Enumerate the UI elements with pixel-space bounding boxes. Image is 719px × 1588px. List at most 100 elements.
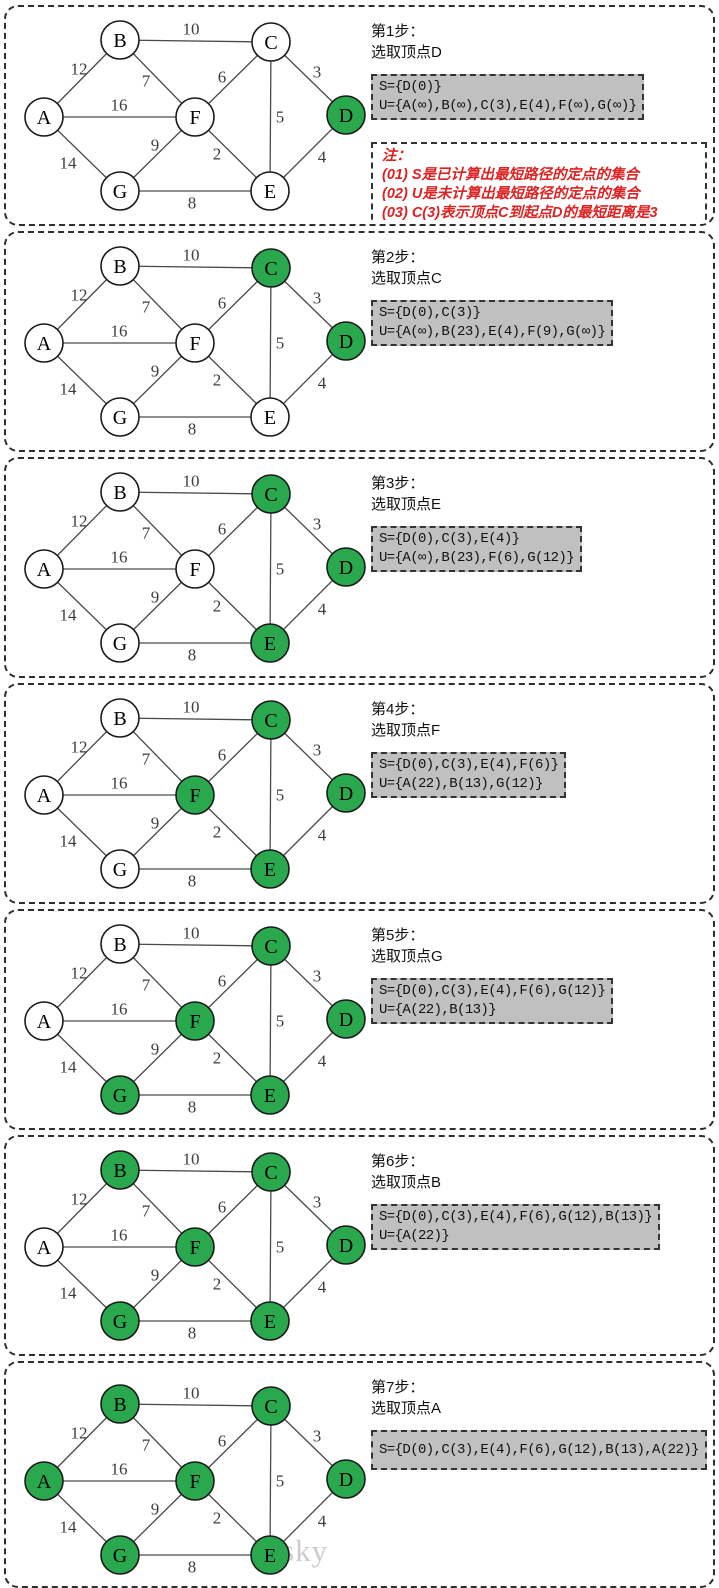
edge-C-E <box>269 1405 272 1556</box>
node-label-A: A <box>37 1471 52 1493</box>
node-label-F: F <box>189 785 200 807</box>
step-title: 第7步： <box>371 1379 425 1396</box>
node-label-A: A <box>37 1237 52 1259</box>
node-label-G: G <box>113 1311 127 1333</box>
node-E <box>250 1301 290 1341</box>
node-A <box>24 775 64 815</box>
node-B <box>100 698 140 738</box>
edge-weight-D-E: 4 <box>318 600 327 619</box>
step-action: 选取顶点B <box>371 1174 442 1191</box>
node-label-C: C <box>264 484 277 506</box>
edge-B-C <box>119 1403 272 1407</box>
node-label-C: C <box>264 1162 277 1184</box>
node-label-D: D <box>339 1009 353 1031</box>
node-label-C: C <box>264 258 277 280</box>
node-G <box>100 397 140 437</box>
edge-weight-B-C: 10 <box>183 246 200 265</box>
step-title: 第3步： <box>371 475 425 492</box>
set-box: S={D(0),C(3)} U={A(∞),B(23),E(4),F(9),G(… <box>371 300 614 346</box>
edge-weight-D-E: 4 <box>318 1278 327 1297</box>
node-label-D: D <box>339 331 353 353</box>
u-set-text: U={A(∞),B(23),E(4),F(9),G(∞)} <box>379 324 606 340</box>
set-box: S={D(0),C(3),E(4),F(6)} U={A(22),B(13),G… <box>371 752 567 798</box>
node-G <box>100 1535 140 1575</box>
node-F <box>175 549 215 589</box>
edge-weight-C-E: 5 <box>276 786 285 805</box>
node-A <box>24 1001 64 1041</box>
edge-weight-A-F: 16 <box>111 1460 128 1479</box>
node-label-A: A <box>37 785 52 807</box>
edge-weight-A-F: 16 <box>111 1226 128 1245</box>
node-B <box>100 20 140 60</box>
edge-weight-G-E: 8 <box>188 1324 197 1343</box>
edge-weight-C-D: 3 <box>313 1193 322 1212</box>
node-label-B: B <box>113 1394 126 1416</box>
node-label-A: A <box>37 333 52 355</box>
edge-weight-A-G: 14 <box>60 380 78 399</box>
step-sidebar: 第6步： 选取顶点B S={D(0),C(3),E(4),F(6),G(12),… <box>371 1151 713 1250</box>
node-E <box>250 623 290 663</box>
edge-C-E <box>269 1171 272 1322</box>
node-F <box>175 775 215 815</box>
edge-weight-G-E: 8 <box>188 1558 197 1577</box>
node-label-G: G <box>113 859 127 881</box>
node-F <box>175 97 215 137</box>
edge-weight-C-F: 6 <box>218 68 227 87</box>
node-G <box>100 1301 140 1341</box>
note-line-1: (01) S是已计算出最短路径的定点的集合 <box>382 167 639 183</box>
node-D <box>326 547 366 587</box>
edge-weight-A-B: 12 <box>71 60 88 79</box>
edge-weight-B-C: 10 <box>183 20 200 39</box>
step-title: 第2步： <box>371 249 425 266</box>
edge-weight-F-G: 9 <box>151 1040 160 1059</box>
step-action: 选取顶点D <box>371 44 442 61</box>
node-C <box>251 248 291 288</box>
s-set-text: S={D(0),C(3),E(4),F(6),G(12),B(13),A(22)… <box>379 1441 699 1458</box>
edge-weight-C-E: 5 <box>276 560 285 579</box>
u-set-text: U={A(22)} <box>379 1228 450 1244</box>
edge-weight-C-D: 3 <box>313 967 322 986</box>
node-label-B: B <box>113 934 126 956</box>
step-action: 选取顶点F <box>371 722 441 739</box>
step-title: 第6步： <box>371 1153 425 1170</box>
node-A <box>24 97 64 137</box>
node-F <box>175 1461 215 1501</box>
edge-weight-C-F: 6 <box>218 1198 227 1217</box>
edge-weight-A-B: 12 <box>71 738 88 757</box>
step-sidebar: 第5步： 选取顶点G S={D(0),C(3),E(4),F(6),G(12)}… <box>371 925 713 1024</box>
node-G <box>100 849 140 889</box>
edge-B-C <box>119 39 272 43</box>
node-label-F: F <box>189 1471 200 1493</box>
note-lines: (01) S是已计算出最短路径的定点的集合(02) U是未计算出最短路径的定点的… <box>382 166 696 223</box>
s-set-text: S={D(0),C(3),E(4)} <box>379 531 520 547</box>
edge-weight-A-G: 14 <box>60 606 78 625</box>
node-label-C: C <box>264 936 277 958</box>
node-label-B: B <box>113 256 126 278</box>
edge-weight-F-G: 9 <box>151 136 160 155</box>
node-label-F: F <box>189 1237 200 1259</box>
node-F <box>175 323 215 363</box>
edge-weight-A-B: 12 <box>71 964 88 983</box>
edge-weight-B-F: 7 <box>142 750 151 769</box>
edge-weight-B-F: 7 <box>142 1202 151 1221</box>
edge-weight-C-F: 6 <box>218 1432 227 1451</box>
edge-weight-F-G: 9 <box>151 362 160 381</box>
s-set-text: S={D(0)} <box>379 79 442 95</box>
node-B <box>100 246 140 286</box>
edge-weight-A-F: 16 <box>111 96 128 115</box>
edge-weight-F-E: 2 <box>213 1275 222 1294</box>
node-C <box>251 1152 291 1192</box>
node-label-E: E <box>264 633 276 655</box>
edge-weight-C-D: 3 <box>313 289 322 308</box>
set-box: S={D(0),C(3),E(4)} U={A(∞),B(23),F(6),G(… <box>371 526 583 572</box>
set-box: S={D(0),C(3),E(4),F(6),G(12)} U={A(22),B… <box>371 978 614 1024</box>
node-label-A: A <box>37 559 52 581</box>
edge-weight-A-B: 12 <box>71 512 88 531</box>
edge-weight-D-E: 4 <box>318 826 327 845</box>
